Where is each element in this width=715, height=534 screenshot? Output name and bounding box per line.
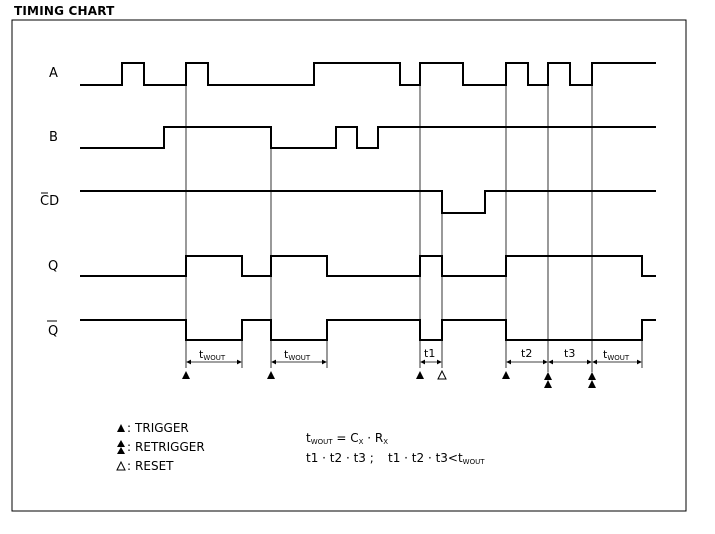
reference-lines xyxy=(185,63,643,372)
legend-reset-icon xyxy=(116,460,126,471)
formula-line-2a: t1 · t2 · t3 ; xyxy=(306,451,374,465)
interval-label-5: t3 xyxy=(564,347,575,360)
legend-retrigger-icon xyxy=(117,440,125,454)
waveform-q xyxy=(80,255,656,277)
signal-label-a: A xyxy=(49,66,58,81)
waveforms xyxy=(80,62,656,341)
interval-label-6: tWOUT xyxy=(603,348,630,362)
reset-icon xyxy=(437,369,447,380)
interval-label-2: tWOUT xyxy=(284,348,311,362)
trigger-icon xyxy=(267,371,275,379)
legend-trigger-icon xyxy=(117,424,125,432)
signal-label-b: B xyxy=(49,130,58,145)
chart-title: TIMING CHART xyxy=(14,4,115,18)
legend-trigger: :TRIGGER xyxy=(127,421,189,435)
retrigger-icon xyxy=(588,372,596,388)
trigger-markers xyxy=(182,371,596,388)
interval-label-1: tWOUT xyxy=(199,348,226,362)
formula-line-1: tWOUT = CX · RX xyxy=(306,431,388,446)
waveform-a xyxy=(80,62,656,86)
trigger-icon xyxy=(182,371,190,379)
signal-label-qbar: Q xyxy=(48,324,58,339)
waveform-b xyxy=(80,126,656,149)
waveform-qbar xyxy=(80,319,656,341)
chart-frame xyxy=(11,19,687,512)
signal-label-cd: CD xyxy=(40,194,59,209)
formula-line-2b: t1 · t2 · t3<tWOUT xyxy=(388,451,485,466)
interval-label-3: t1 xyxy=(424,347,435,360)
signal-label-q: Q xyxy=(48,259,58,274)
legend-reset: :RESET xyxy=(127,459,174,473)
trigger-icon xyxy=(416,371,424,379)
retrigger-icon xyxy=(544,372,552,388)
waveform-cd xyxy=(80,190,656,214)
trigger-icon xyxy=(502,371,510,379)
legend-retrigger: :RETRIGGER xyxy=(127,440,205,454)
interval-label-4: t2 xyxy=(521,347,532,360)
